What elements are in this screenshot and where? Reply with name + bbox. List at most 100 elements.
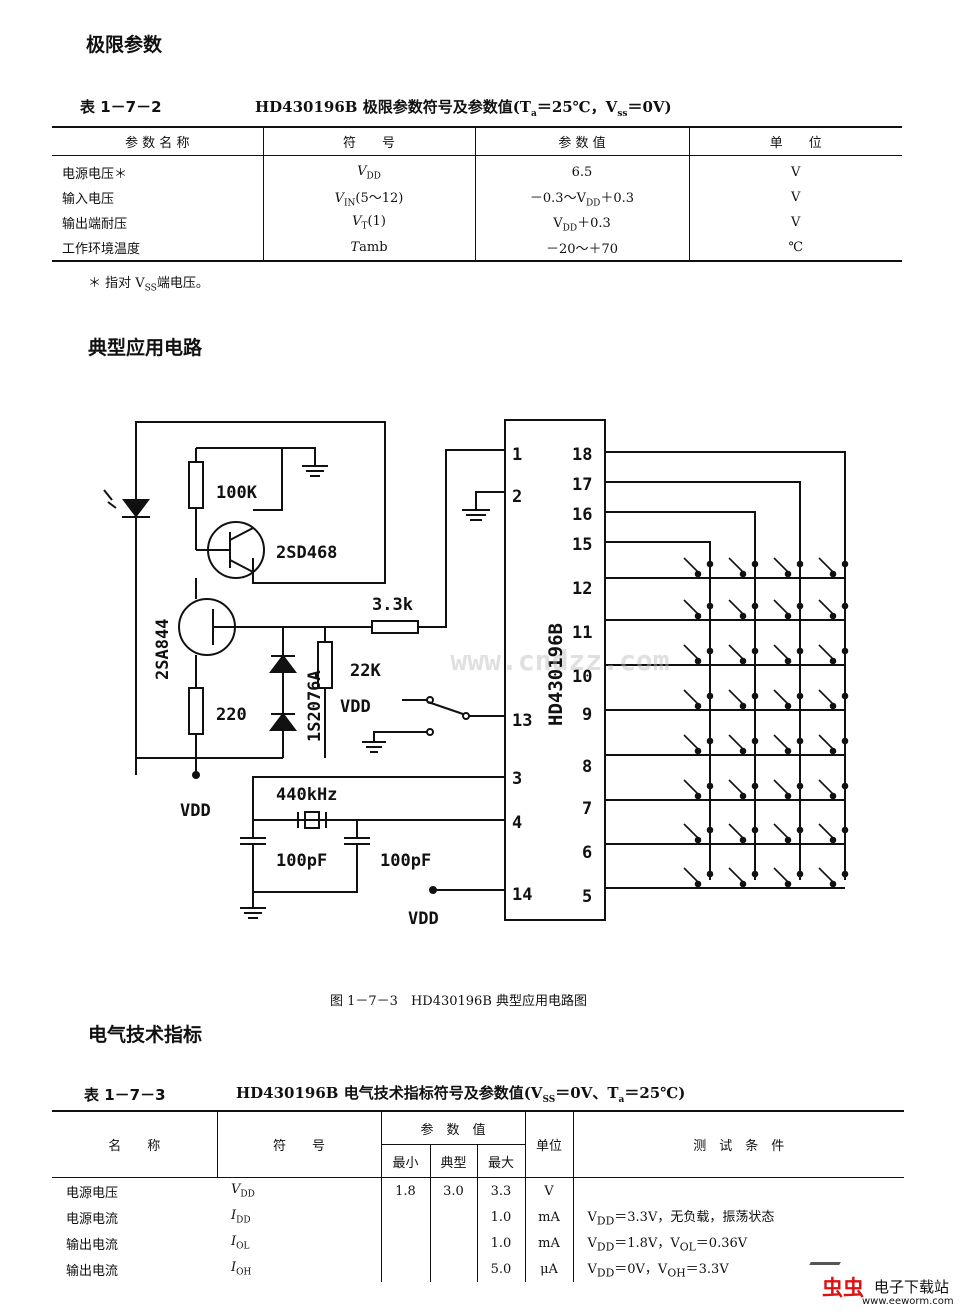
label-vdd-left: VDD [180, 801, 211, 821]
key-switch [728, 867, 759, 888]
key-switch [773, 734, 804, 755]
param-value: －20～＋70 [474, 235, 689, 261]
header-cell: 最大 [476, 1144, 525, 1178]
pin-label: 4 [512, 813, 522, 833]
table-header-row: 参 数 名 称 符 号 参 数 值 单 位 [52, 127, 902, 156]
key-switch [818, 689, 849, 710]
key-switch [818, 867, 849, 888]
pin-label: 11 [572, 623, 592, 643]
key-switch [683, 823, 714, 844]
param-min [380, 1204, 430, 1230]
key-switch [728, 689, 759, 710]
param-unit: mA [524, 1204, 573, 1230]
param-name: 电源电压 [66, 1185, 119, 1201]
section-title-electrical: 电气技术指标 [88, 1024, 203, 1046]
key-switch [683, 734, 714, 755]
key-switch [818, 779, 849, 800]
header-cell: 名 称 [52, 1111, 217, 1178]
label-2sa844: 2SA844 [153, 619, 173, 680]
key-switch [683, 689, 714, 710]
param-name: 电源电流 [66, 1211, 119, 1227]
param-min [380, 1256, 430, 1282]
pin-label: 13 [512, 711, 532, 731]
header-cell: 参 数 值 [380, 1111, 525, 1145]
label-c2: 100pF [380, 851, 431, 871]
param-name: 输出电流 [66, 1237, 119, 1253]
param-symbol: VDD [262, 155, 475, 185]
param-symbol: IDD [231, 1208, 251, 1226]
header-cell: 单位 [524, 1111, 573, 1178]
header-cell: 参 数 值 [474, 127, 689, 156]
param-name: 输出电流 [66, 1263, 119, 1279]
key-switch [728, 599, 759, 620]
key-switch [728, 823, 759, 844]
key-switch [728, 644, 759, 665]
label-100k: 100K [216, 483, 258, 503]
label-22k: 22K [350, 661, 381, 681]
label-220: 220 [216, 705, 247, 725]
key-switch [728, 734, 759, 755]
header-cell: 测 试 条 件 [572, 1111, 904, 1178]
pin-label: 18 [572, 445, 592, 465]
key-switch [728, 779, 759, 800]
label-1s2076a: 1S2076A [305, 670, 325, 742]
param-typ [429, 1256, 477, 1282]
key-switch [773, 823, 804, 844]
key-switch [818, 823, 849, 844]
key-switch [773, 867, 804, 888]
key-switch [773, 644, 804, 665]
key-switch [683, 779, 714, 800]
param-name: 输出端耐压 [62, 217, 128, 232]
header-cell: 单 位 [688, 127, 902, 156]
key-switch [818, 734, 849, 755]
watermark: www.cndzz.com [450, 644, 669, 677]
header-cell: 符 号 [216, 1111, 381, 1178]
pin-label: 2 [512, 487, 522, 507]
param-value: 6.5 [474, 155, 689, 185]
pin-label: 15 [572, 535, 592, 555]
key-switch [683, 599, 714, 620]
param-symbol: IOL [231, 1234, 250, 1252]
param-unit: V [688, 185, 902, 210]
param-unit: V [688, 210, 902, 235]
param-symbol: VT(1) [262, 210, 475, 235]
figure-caption: 图 1－7－3 HD430196B 典型应用电路图 [330, 994, 588, 1009]
param-max: 1.0 [476, 1204, 525, 1230]
param-name: 电源电压＊ [62, 167, 128, 182]
table2-number: 表 1－7－3 [84, 1086, 166, 1104]
pin-label: 9 [582, 705, 592, 725]
key-switch [773, 599, 804, 620]
pin-label: 5 [582, 887, 592, 907]
key-switch [818, 644, 849, 665]
label-c1: 100pF [276, 851, 327, 871]
table2-title: HD430196B 电气技术指标符号及参数值(VSS＝0V、Ta＝25℃) [236, 1084, 686, 1105]
key-switch [773, 557, 804, 578]
header-cell: 符 号 [262, 127, 475, 156]
param-typ [429, 1230, 477, 1256]
param-name: 输入电压 [62, 192, 115, 207]
pin-label: 7 [582, 799, 592, 819]
param-min: 1.8 [380, 1177, 430, 1204]
test-condition: VDD＝1.8V，VOL＝0.36V [572, 1230, 904, 1256]
param-symbol: VDD [231, 1182, 255, 1200]
pin-label: 14 [512, 885, 532, 905]
pin-label: 16 [572, 505, 592, 525]
param-value: －0.3～VDD＋0.3 [474, 185, 689, 210]
param-max: 1.0 [476, 1230, 525, 1256]
table1-title: HD430196B 极限参数符号及参数值(Ta＝25℃，Vss＝0V) [255, 98, 672, 119]
key-switch [683, 644, 714, 665]
param-unit: ℃ [688, 235, 902, 261]
pin-label: 12 [572, 579, 592, 599]
table1-number: 表 1－7－2 [80, 98, 162, 116]
pin-label: 8 [582, 757, 592, 777]
param-value: VDD＋0.3 [474, 210, 689, 235]
pin-label: 17 [572, 475, 592, 495]
param-symbol: VIN(5～12) [262, 185, 475, 210]
param-unit: V [688, 155, 902, 185]
